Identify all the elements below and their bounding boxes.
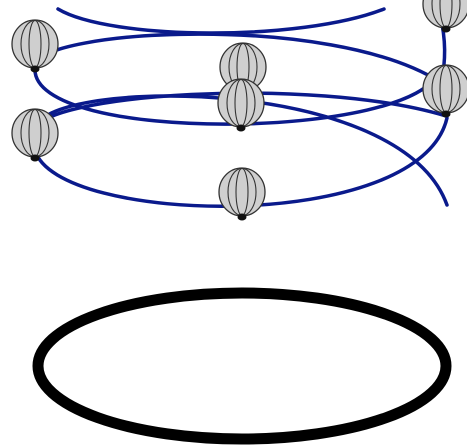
bead-knot bbox=[238, 214, 247, 221]
bead-top-right-partial bbox=[423, 0, 467, 33]
bead-body bbox=[218, 79, 264, 127]
bead-knot bbox=[237, 125, 246, 132]
bead-body bbox=[219, 168, 265, 216]
bead-knot bbox=[31, 155, 40, 162]
bead-top-left bbox=[12, 20, 58, 73]
bead-body bbox=[12, 20, 58, 68]
bead-knot bbox=[442, 111, 451, 118]
bead-knot bbox=[31, 66, 40, 73]
bead-middle-right bbox=[423, 65, 467, 118]
bead-bottom-center bbox=[219, 168, 265, 221]
bead-knot bbox=[442, 26, 451, 33]
black-ring bbox=[38, 293, 446, 439]
bead-middle-left bbox=[12, 109, 58, 162]
bead-body bbox=[12, 109, 58, 157]
helix-loop-top-back bbox=[58, 9, 384, 33]
